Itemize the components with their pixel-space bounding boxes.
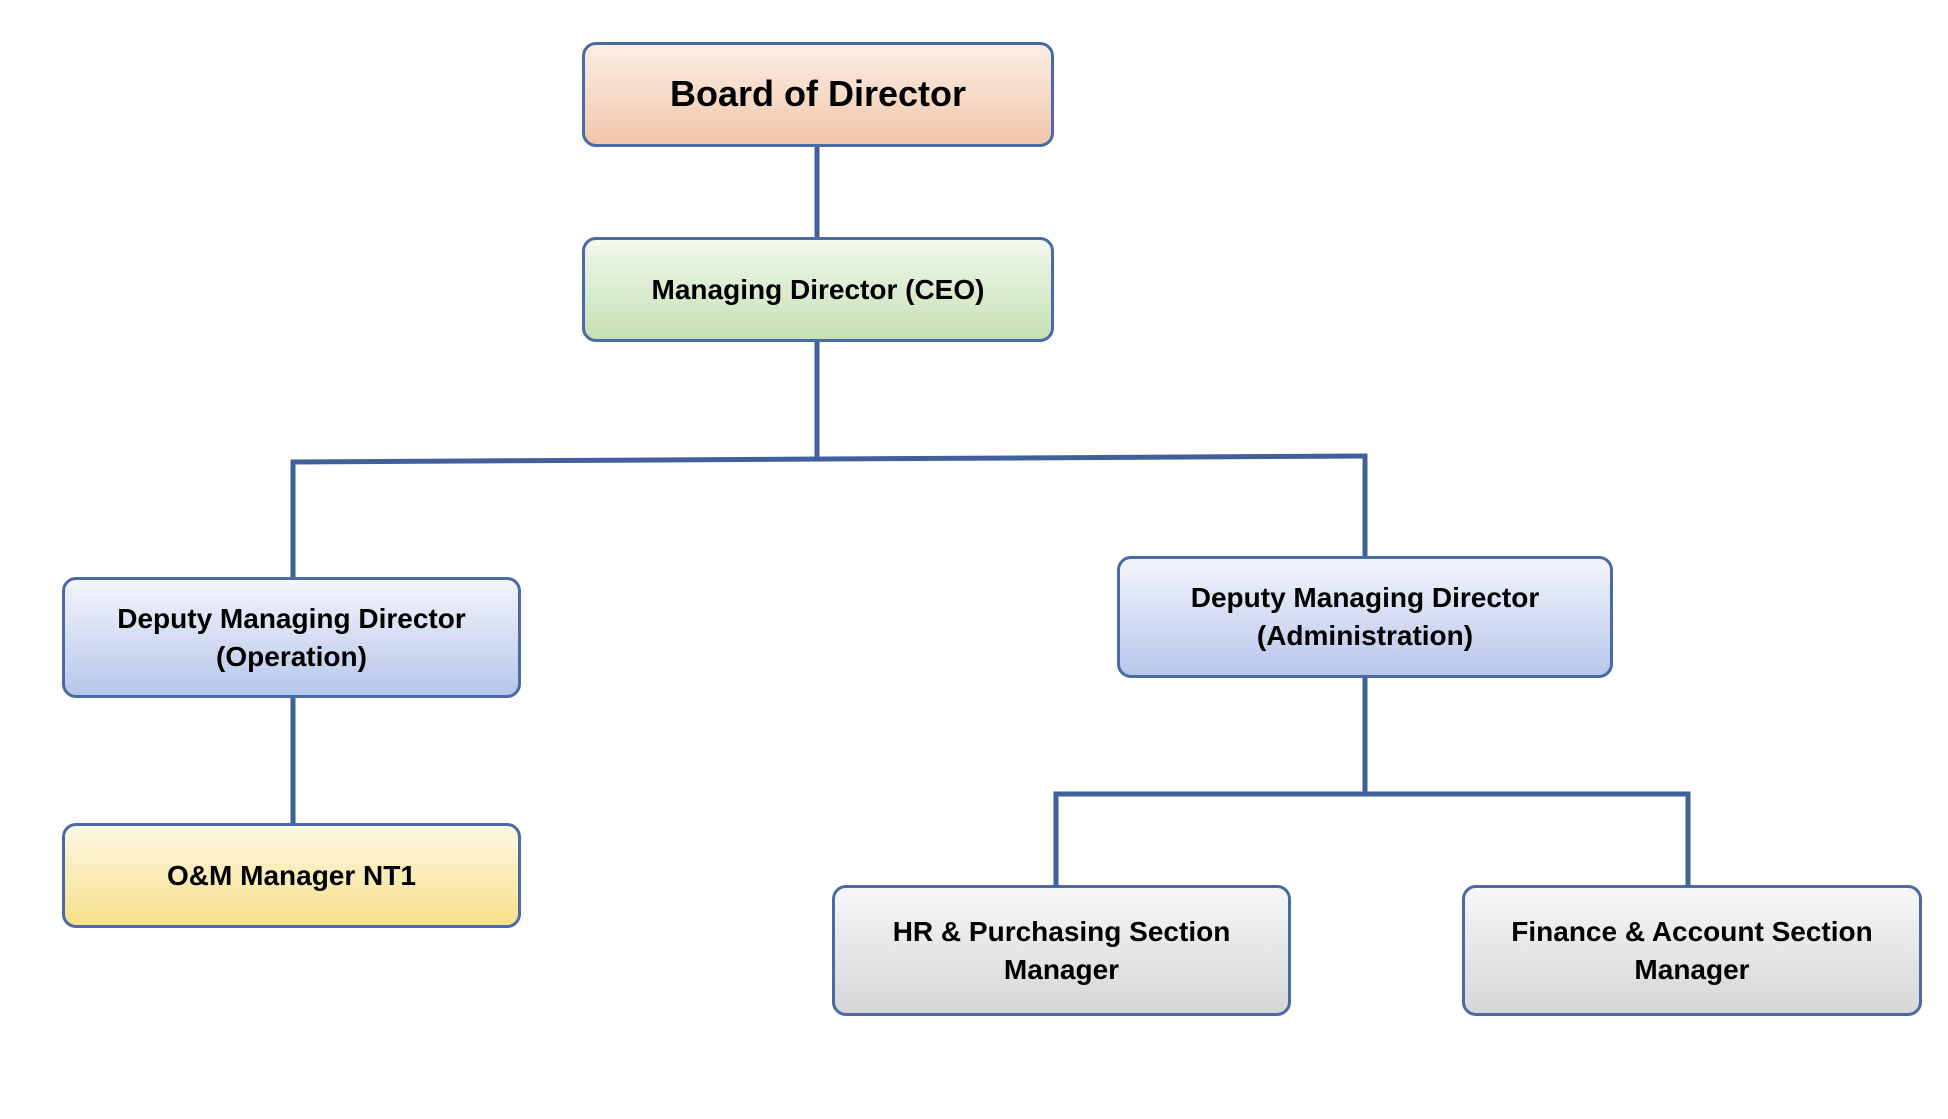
board-of-director-box: Board of Director — [582, 42, 1054, 147]
deputy-md-administration-label: Deputy Managing Director (Administration… — [1190, 582, 1540, 651]
deputy-md-operation-label: Deputy Managing Director (Operation) — [117, 602, 466, 672]
hr-purchasing-manager-label: HR & Purchasing Section Manager — [892, 915, 1231, 985]
finance-account-manager-box: Finance & Account Section Manager — [1462, 885, 1922, 1016]
deputy-md-administration-box: Deputy Managing Director (Administration… — [1117, 556, 1613, 678]
managing-director-label: Managing Director (CEO) — [651, 273, 985, 305]
board-of-director-label: Board of Director — [669, 73, 967, 115]
connector-ceo-branch-bar — [290, 453, 1368, 465]
hr-purchasing-manager-box: HR & Purchasing Section Manager — [832, 885, 1291, 1016]
managing-director-box: Managing Director (CEO) — [582, 237, 1054, 342]
om-manager-box: O&M Manager NT1 — [62, 823, 521, 928]
finance-account-manager-label: Finance & Account Section Manager — [1511, 915, 1873, 985]
deputy-md-operation-box: Deputy Managing Director (Operation) — [62, 577, 521, 698]
om-manager-label: O&M Manager NT1 — [167, 859, 416, 891]
